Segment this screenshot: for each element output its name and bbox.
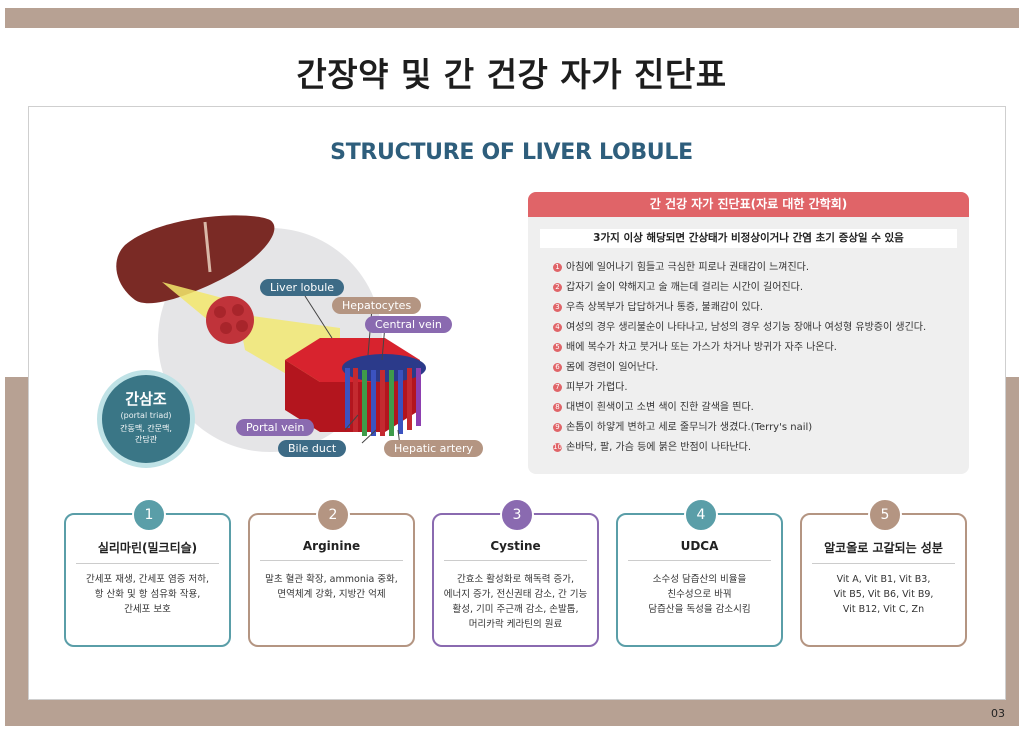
diagnosis-subheader: 3가지 이상 해당되면 간상태가 비정상이거나 간염 초기 증상일 수 있음 [540,229,957,248]
label-central-vein: Central vein [365,316,452,333]
portal-triad-line1: 간동맥, 간문맥, [120,424,172,433]
page-number: 03 [991,707,1005,720]
card-number-badge: 2 [316,498,350,532]
number-bullet-icon: 7 [553,382,562,392]
number-bullet-icon: 6 [553,362,562,372]
lobule-zoom [206,296,254,344]
card-title: Cystine [444,539,587,561]
portal-triad-title: 간삼조 [125,390,167,408]
liver-lobule-illustration [116,215,426,452]
card-udca: 4 UDCA 소수성 담즙산의 비율을 친수성으로 바꿔 담즙산을 독성을 감소… [616,498,783,647]
label-hepatic-artery: Hepatic artery [384,440,484,457]
card-body: 말초 혈관 확장, ammonia 중화, 면역체계 강화, 지방간 억제 [265,574,398,600]
page-title: 간장약 및 간 건강 자가 진단표 [296,55,727,94]
card-silymarin: 1 실리마린(밀크티슬) 간세포 재생, 간세포 염증 저하, 항 산화 및 항… [64,498,231,647]
number-bullet-icon: 4 [553,322,562,332]
number-bullet-icon: 9 [553,422,562,432]
number-bullet-icon: 3 [553,302,562,312]
label-bile-duct: Bile duct [278,440,347,457]
card-number-badge: 3 [500,498,534,532]
card-body: Vit A, Vit B1, Vit B3, Vit B5, Vit B6, V… [833,574,934,615]
card-title: 실리마린(밀크티슬) [76,539,219,564]
card-number-badge: 5 [868,498,902,532]
portal-triad-line2: 간담관 [134,435,158,444]
top-band [5,8,1019,28]
label-hepatocytes: Hepatocytes [332,297,422,314]
card-number-badge: 4 [684,498,718,532]
structure-title: STRUCTURE OF LIVER LOBULE [330,140,693,165]
vessel-bundle [345,368,421,436]
card-arginine: 2 Arginine 말초 혈관 확장, ammonia 중화, 면역체계 강화… [248,498,415,647]
card-body: 간효소 활성화로 해독력 증가, 에너지 증가, 전신권태 감소, 간 기능 활… [443,574,588,630]
number-bullet-icon: 5 [553,342,562,352]
card-title: Arginine [260,539,403,561]
label-liver-lobule: Liver lobule [260,279,345,296]
card-cystine: 3 Cystine 간효소 활성화로 해독력 증가, 에너지 증가, 전신권태 … [432,498,599,647]
card-title: UDCA [628,539,771,561]
number-bullet-icon: 2 [553,282,562,292]
number-bullet-icon: 8 [553,402,562,412]
card-alcohol-depleted: 5 알코올로 고갈되는 성분 Vit A, Vit B1, Vit B3, Vi… [800,498,967,647]
card-body: 간세포 재생, 간세포 염증 저하, 항 산화 및 항 섬유화 작용, 간세포 … [86,574,209,615]
number-bullet-icon: 10 [553,442,562,452]
card-number-badge: 1 [132,498,166,532]
portal-triad-subtitle: (portal triad) [120,411,172,420]
liver-shape [116,215,275,304]
diagnosis-header: 간 건강 자가 진단표(자료 대한 간학회) [528,192,969,217]
number-bullet-icon: 1 [553,262,562,272]
self-diagnosis-box: 간 건강 자가 진단표(자료 대한 간학회) 3가지 이상 해당되면 간상태가 … [528,192,969,474]
card-body: 소수성 담즙산의 비율을 친수성으로 바꿔 담즙산을 독성을 감소시킴 [648,574,751,615]
card-title: 알코올로 고갈되는 성분 [812,539,955,564]
label-portal-vein: Portal vein [236,419,315,436]
portal-triad-badge: 간삼조 (portal triad) 간동맥, 간문맥, 간담관 [97,370,195,468]
